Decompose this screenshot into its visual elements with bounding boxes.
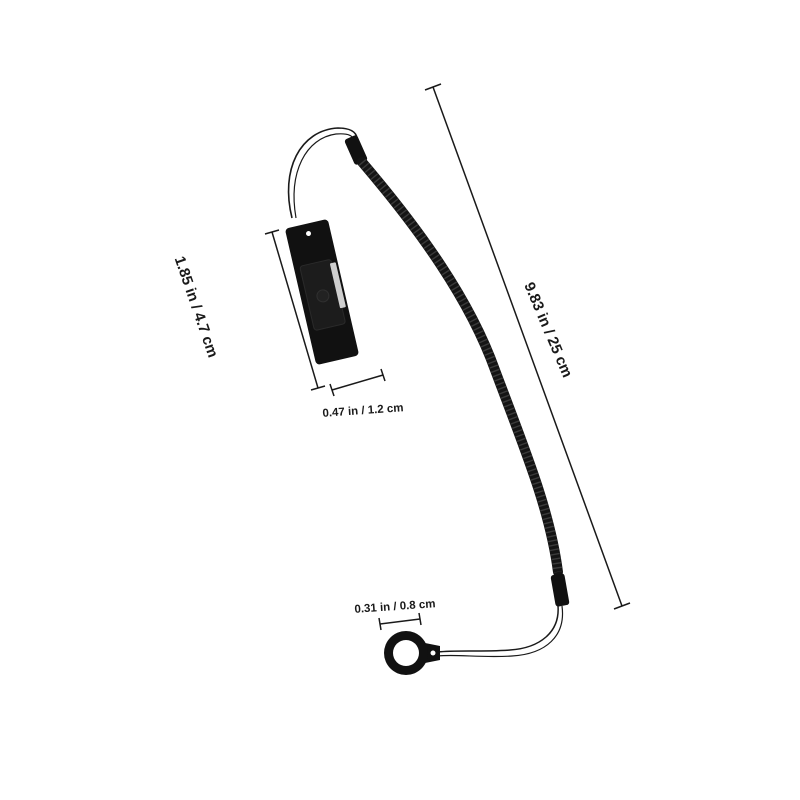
bottom-thin-loop-inner: [437, 605, 564, 658]
dimension-line-length: [424, 83, 631, 610]
finger-ring: [384, 631, 440, 675]
coiled-cord-texture: [358, 159, 563, 573]
dimension-line-height: [264, 229, 326, 391]
dimension-line-width: [329, 368, 386, 397]
cord-end-cap-bottom: [550, 573, 570, 607]
bottom-thin-loop: [437, 605, 559, 653]
top-thin-loop: [287, 127, 358, 219]
dimension-line-ring: [378, 612, 422, 631]
card-tag: [285, 219, 359, 365]
coiled-cord: [357, 157, 563, 577]
top-thin-loop-inner: [293, 133, 355, 219]
